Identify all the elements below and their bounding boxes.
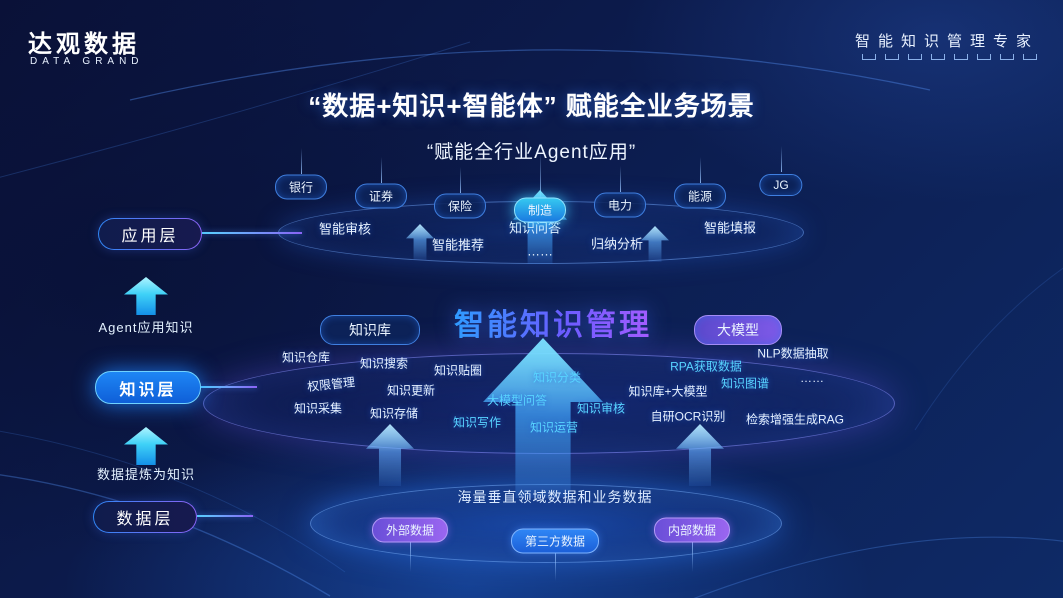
drop-line <box>692 542 693 572</box>
knowledge-item: RPA获取数据 <box>670 359 742 374</box>
logo-text-en: DATA GRAND <box>30 56 144 67</box>
layer-pill-knowledge: 知识层 <box>95 371 201 404</box>
drop-line <box>620 166 621 192</box>
knowledge-item: 知识分类 <box>532 370 582 385</box>
brand-tagline: 智能知识管理专家 <box>854 33 1039 50</box>
tagline-underline-marks <box>862 54 1037 60</box>
knowledge-management-title: 智能知识管理 <box>454 300 652 344</box>
industry-pill-insurance: 保险 <box>433 193 487 219</box>
data-pill-thirdparty: 第三方数据 <box>510 528 600 554</box>
drop-line <box>410 542 411 572</box>
drop-line <box>540 152 541 197</box>
knowledge-item: 知识写作 <box>452 415 502 430</box>
knowledge-item: 检索增强生成RAG <box>745 412 845 427</box>
tick-mark-icon <box>885 54 899 60</box>
knowledge-item: 知识搜索 <box>359 356 409 371</box>
industry-pill-power: 电力 <box>593 192 647 218</box>
knowledge-item: 自研OCR识别 <box>650 409 726 424</box>
tick-mark-icon <box>954 54 968 60</box>
slide-title: “数据+知识+智能体” 赋能全业务场景 <box>308 91 755 121</box>
knowledge-item: 大模型问答 <box>486 393 548 408</box>
flow-note-agent: Agent应用知识 <box>98 320 194 335</box>
tick-mark-icon <box>977 54 991 60</box>
drop-line <box>555 553 556 581</box>
industry-pill-manufacturing: 制造 <box>513 197 567 223</box>
industry-pill-securities: 证券 <box>354 183 408 209</box>
app-item: 归纳分析 <box>590 236 644 252</box>
knowledge-item: 知识更新 <box>386 383 436 398</box>
knowledge-item: 知识审核 <box>576 401 626 416</box>
app-item: 智能填报 <box>703 220 757 236</box>
app-item: 智能审核 <box>318 221 372 237</box>
tick-mark-icon <box>908 54 922 60</box>
layer-pill-application: 应用层 <box>98 218 202 250</box>
industry-pill-jg: JG <box>759 174 803 196</box>
knowledge-item: 知识存储 <box>369 406 419 421</box>
knowledge-item: 知识采集 <box>293 401 343 416</box>
data-caption: 海量垂直领域数据和业务数据 <box>457 489 653 505</box>
knowledge-item: NLP数据抽取 <box>757 346 829 361</box>
connector-line <box>197 515 253 517</box>
tick-mark-icon <box>931 54 945 60</box>
knowledge-base-pill: 知识库 <box>320 315 420 345</box>
drop-line <box>381 157 382 183</box>
slide-subtitle: “赋能全行业Agent应用” <box>426 142 637 163</box>
app-item: 智能推荐 <box>431 237 485 253</box>
drop-line <box>700 157 701 183</box>
knowledge-item: 知识运营 <box>529 420 579 435</box>
knowledge-item: 知识贴圈 <box>433 363 483 378</box>
drop-line <box>781 146 782 172</box>
logo-text-cn: 达观数据 <box>28 31 140 58</box>
connector-line <box>201 386 257 388</box>
knowledge-item: 知识仓库 <box>281 350 331 365</box>
knowledge-item-ellipsis: …… <box>800 371 824 385</box>
flow-note-data: 数据提炼为知识 <box>96 467 196 482</box>
knowledge-item: 知识库+大模型 <box>628 384 708 399</box>
connector-line <box>202 232 302 234</box>
llm-pill: 大模型 <box>694 315 782 345</box>
tick-mark-icon <box>862 54 876 60</box>
app-item: 知识问答 <box>508 220 562 236</box>
tick-mark-icon <box>1023 54 1037 60</box>
app-item-ellipsis: …… <box>527 243 553 259</box>
knowledge-item: 知识图谱 <box>720 376 770 391</box>
industry-pill-energy: 能源 <box>673 183 727 209</box>
drop-line <box>301 148 302 174</box>
drop-line <box>460 167 461 193</box>
data-pill-internal: 内部数据 <box>653 517 731 543</box>
industry-pill-bank: 银行 <box>274 174 328 200</box>
layer-pill-data: 数据层 <box>93 501 197 533</box>
tick-mark-icon <box>1000 54 1014 60</box>
data-pill-external: 外部数据 <box>371 517 449 543</box>
